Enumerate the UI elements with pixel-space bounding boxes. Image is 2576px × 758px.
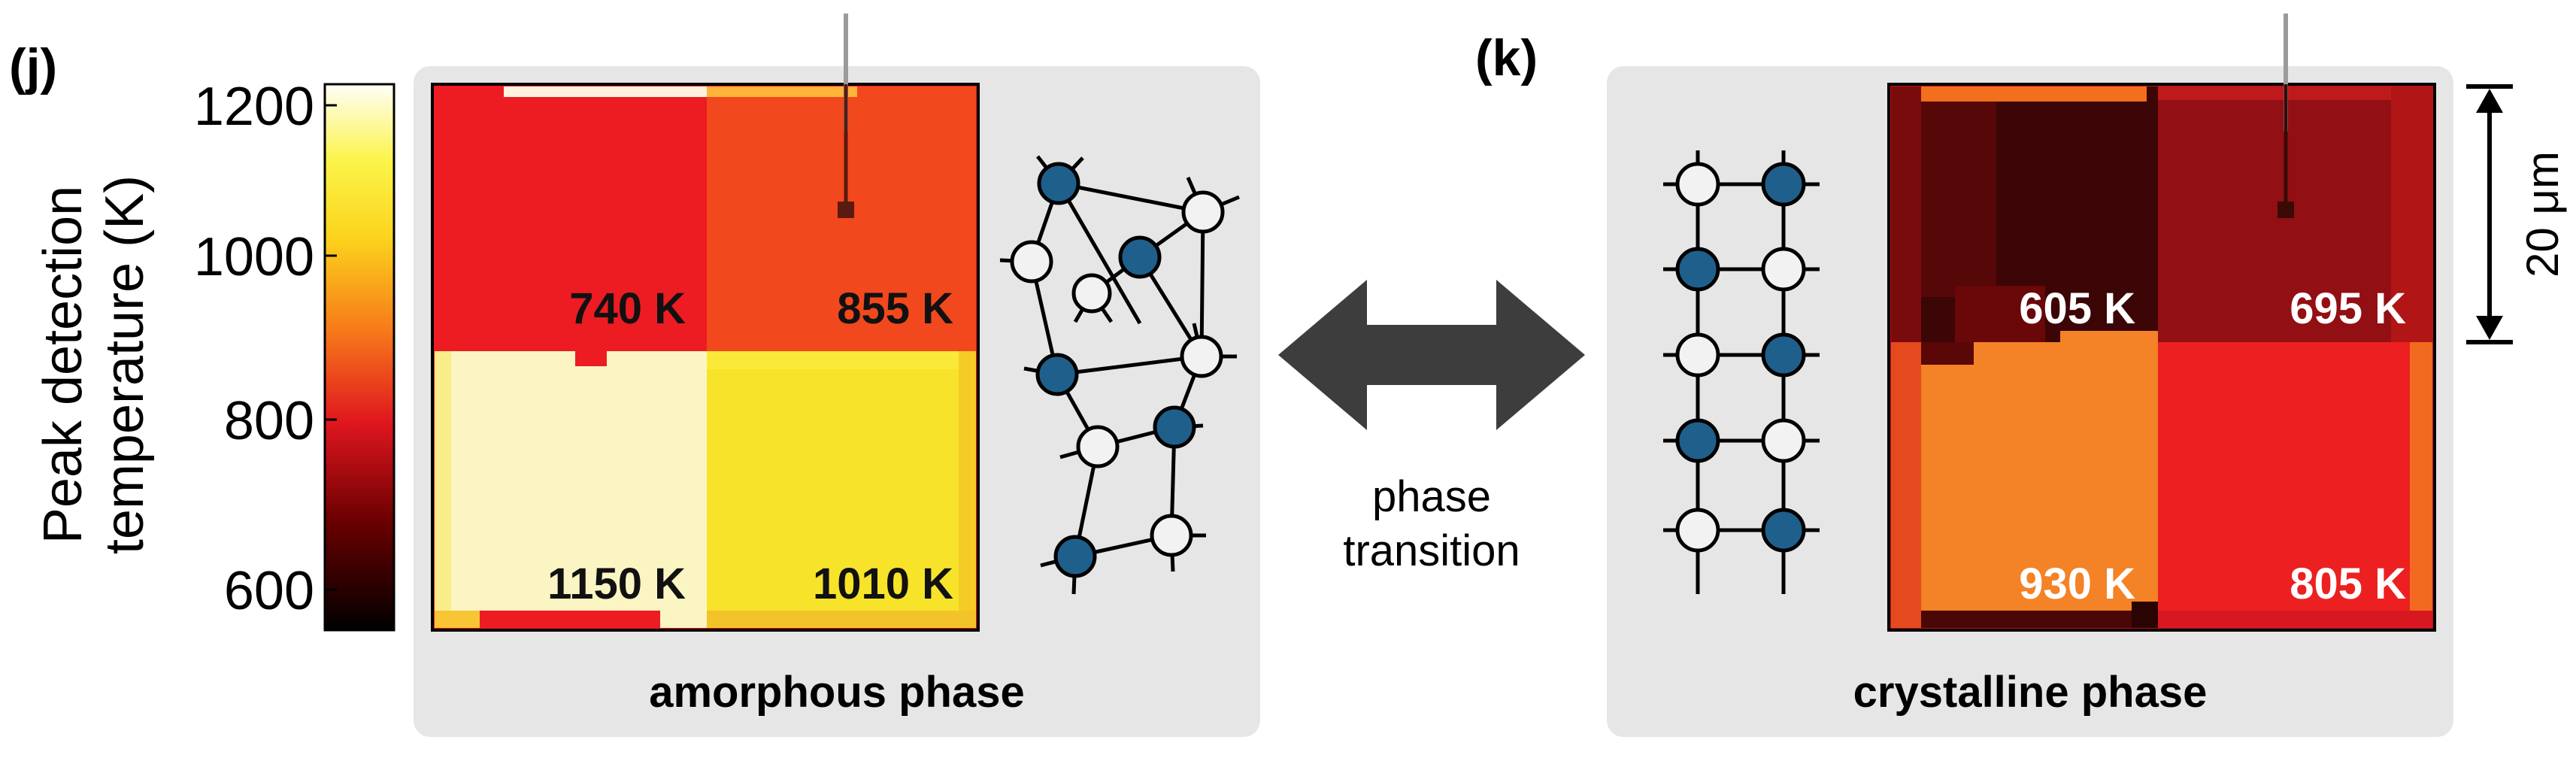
heatmap-j-quadrant-bottom-left	[435, 351, 707, 628]
colorbar-title-line1: Peak detection	[33, 186, 93, 544]
panel-k-caption: crystalline phase	[1853, 668, 2208, 717]
atom-filled	[1761, 508, 1806, 553]
heatmap-crystalline: 605 K 695 K 930 K 805 K	[1887, 14, 2436, 632]
panel-j-label: (j)	[9, 38, 57, 96]
atom-empty	[1761, 247, 1806, 292]
colorbar-title-line2: temperature (K)	[95, 175, 155, 554]
atom-empty	[1181, 190, 1225, 234]
heatmap-j-quadrant-top-right	[707, 86, 976, 351]
heatmap-k-quadrant-bottom-left	[1891, 342, 2158, 628]
heatmap-k-label-top-left: 605 K	[2019, 284, 2135, 333]
heatmap-j-quadrant-top-left	[435, 86, 707, 351]
heatmap-j-quadrant-bottom-right	[707, 351, 976, 628]
amorphous-network-diagram	[999, 155, 1240, 595]
phase-transition-label-line2: transition	[1343, 526, 1520, 575]
atom-empty	[1180, 335, 1223, 378]
atom-filled	[1118, 235, 1162, 279]
colorbar-tick-1000: 1000	[194, 227, 314, 287]
atom-empty	[1675, 162, 1720, 207]
atom-filled	[1675, 418, 1720, 463]
heatmap-k-quadrant-top-right	[2158, 86, 2432, 342]
heatmap-amorphous: 740 K 855 K 1150 K 1010 K	[431, 14, 980, 632]
colorbar-gradient	[323, 83, 395, 632]
colorbar-tick-800: 800	[224, 391, 314, 451]
atom-filled	[1761, 332, 1806, 377]
atom-filled	[1037, 162, 1080, 205]
panel-k-label: (k)	[1475, 29, 1538, 86]
atom-filled	[1761, 162, 1806, 207]
heatmap-j-label-top-left: 740 K	[569, 284, 686, 333]
atom-filled	[1053, 535, 1097, 578]
probe-tip-j	[838, 202, 854, 218]
atom-filled	[1675, 247, 1720, 292]
colorbar-tick-600: 600	[224, 561, 314, 621]
colorbar-tick-1200: 1200	[194, 77, 314, 137]
phase-transition-arrow	[1278, 280, 1585, 430]
atom-empty	[1071, 273, 1112, 314]
atom-empty	[1150, 514, 1193, 557]
atom-filled	[1035, 353, 1079, 396]
heatmap-j-label-bottom-left: 1150 K	[547, 559, 686, 608]
atom-empty	[1675, 508, 1720, 553]
atom-empty	[1076, 425, 1120, 468]
heatmap-k-quadrant-bottom-right	[2158, 342, 2432, 628]
heatmap-j-label-top-right: 855 K	[837, 284, 953, 333]
scale-bar-label: 20 μm	[2517, 151, 2568, 277]
atom-empty	[1010, 240, 1053, 283]
scale-bar: 20 μm	[2466, 84, 2568, 344]
panel-j-caption: amorphous phase	[649, 668, 1025, 717]
atom-empty	[1761, 418, 1806, 463]
heatmap-j-label-bottom-right: 1010 K	[813, 559, 953, 608]
colorbar: 1200 1000 800 600 Peak detection tempera…	[33, 77, 395, 632]
heatmap-k-label-bottom-right: 805 K	[2290, 559, 2406, 608]
crystalline-lattice-diagram	[1663, 150, 1820, 594]
heatmap-k-label-top-right: 695 K	[2290, 284, 2406, 333]
atom-empty	[1675, 332, 1720, 377]
phase-transition-label-line1: phase	[1372, 472, 1491, 521]
heatmap-k-label-bottom-left: 930 K	[2019, 559, 2135, 608]
probe-tip-k	[2277, 202, 2294, 218]
atom-filled	[1153, 405, 1196, 449]
